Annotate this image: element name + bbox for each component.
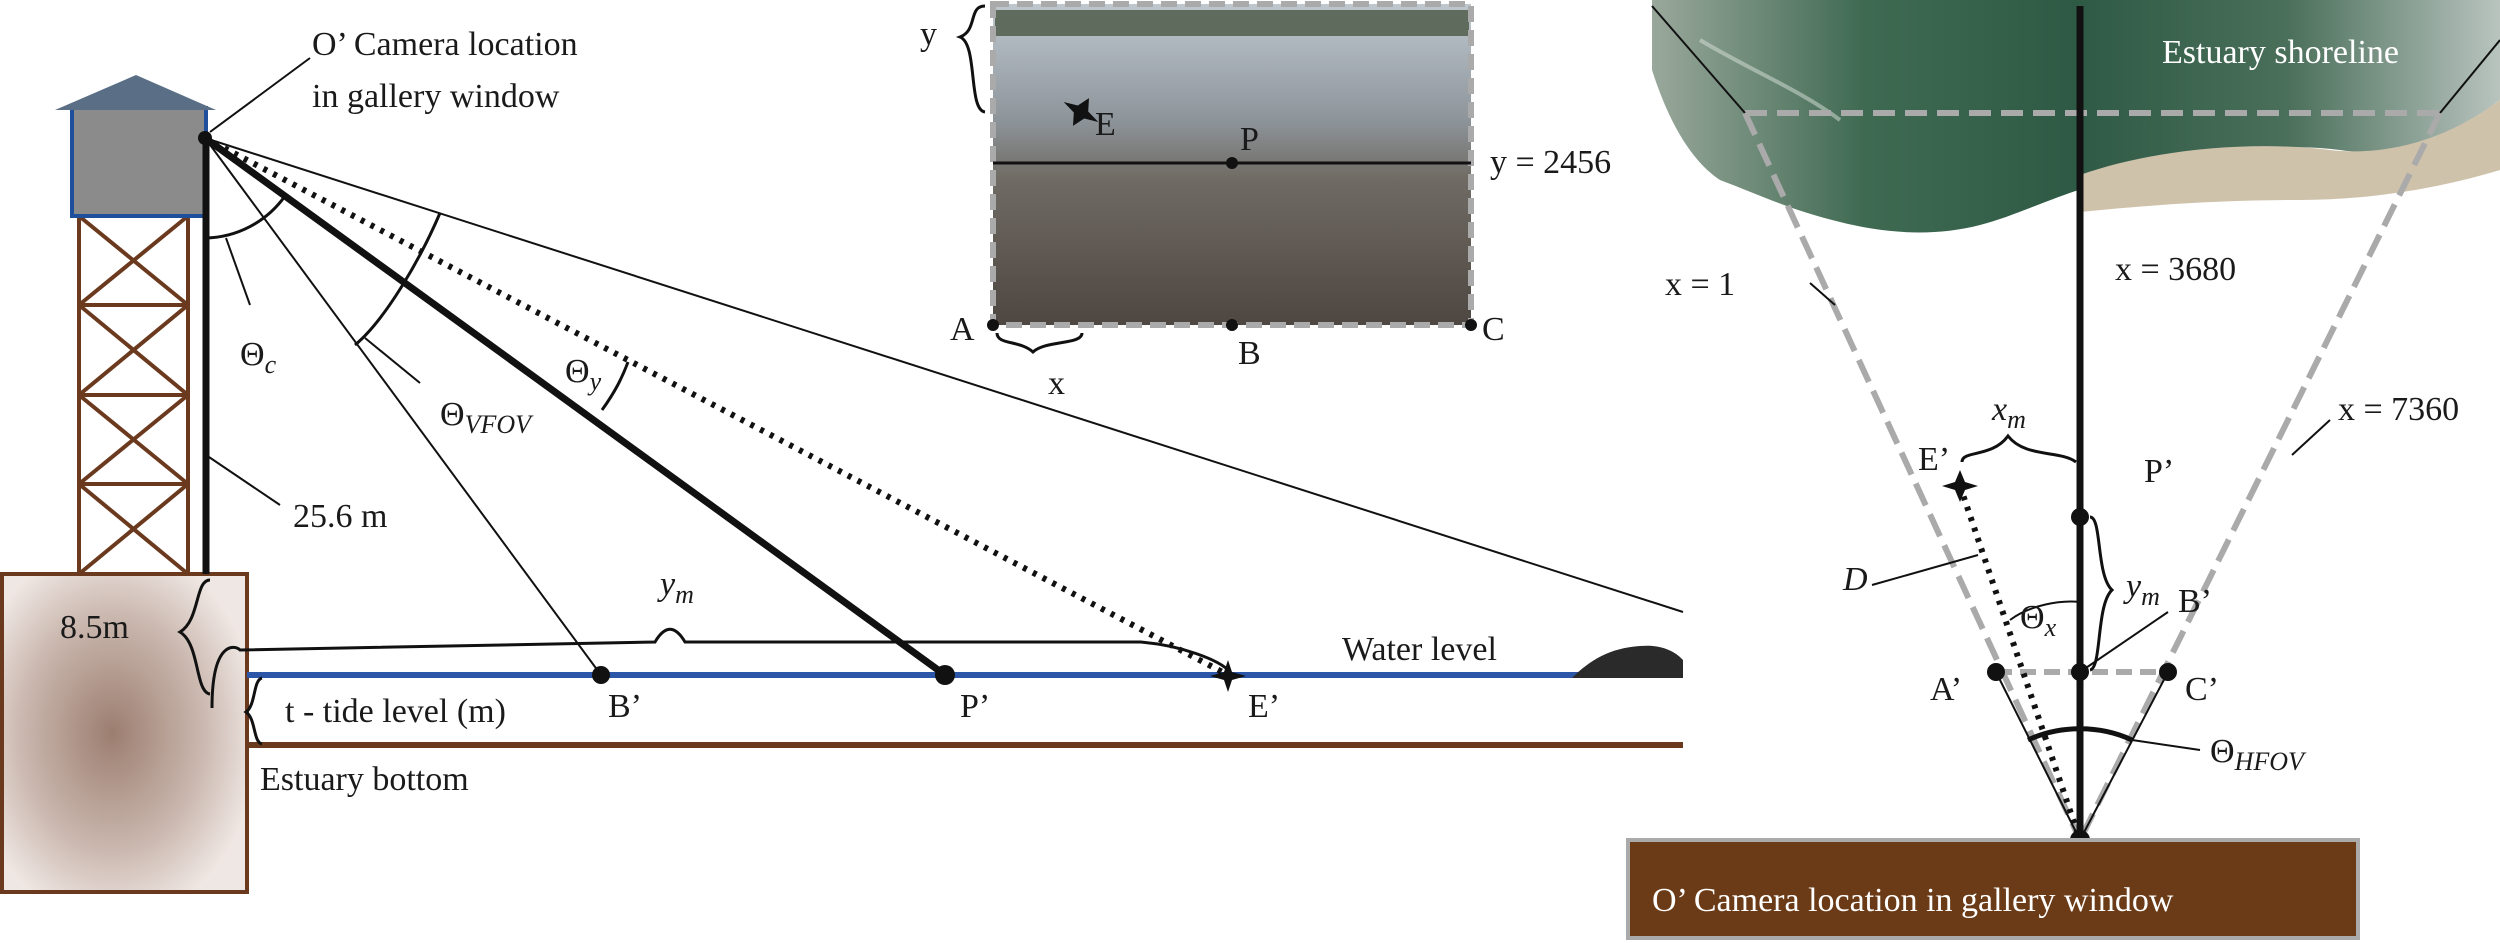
shore-bump-icon bbox=[1572, 645, 1683, 678]
camera-point-side bbox=[198, 131, 212, 145]
ym-label-plan: ym bbox=[2123, 568, 2160, 611]
theta-x-arc bbox=[2009, 600, 2081, 621]
point-c-prime-plan bbox=[2159, 663, 2177, 681]
x7360-label: x = 7360 bbox=[2338, 391, 2459, 428]
theta-y-label: Θy bbox=[565, 353, 602, 396]
theta-vfov-arc bbox=[354, 212, 442, 347]
d-label: D bbox=[1842, 561, 1868, 598]
side-view: O’ Camera location in gallery window Θc … bbox=[0, 26, 1684, 894]
image-a-label: A bbox=[950, 311, 975, 348]
point-b-image bbox=[1226, 319, 1238, 331]
tower-height-label: 25.6 m bbox=[293, 498, 387, 535]
point-b-prime-plan bbox=[2071, 663, 2089, 681]
c-prime-label-plan: C’ bbox=[2185, 671, 2219, 708]
image-x-label: x bbox=[1048, 365, 1065, 402]
tower-height-leader bbox=[205, 454, 281, 506]
theta-vfov-leader bbox=[364, 337, 421, 384]
x1-label: x = 1 bbox=[1665, 266, 1735, 303]
image-y-label: y bbox=[920, 16, 937, 53]
xm-label: xm bbox=[1991, 391, 2026, 434]
tower-cabin bbox=[70, 106, 208, 218]
shoreline-label: Estuary shoreline bbox=[2162, 34, 2399, 71]
p-prime-label-plan: P’ bbox=[2144, 453, 2174, 490]
plan-ray-x1-dashed bbox=[1742, 111, 2083, 842]
image-e-label: E bbox=[1095, 106, 1116, 143]
image-y-brace bbox=[955, 4, 986, 114]
e-prime-label-side: E’ bbox=[1248, 688, 1280, 725]
p-prime-label-side: P’ bbox=[960, 688, 990, 725]
theta-c-leader bbox=[225, 237, 251, 306]
point-p-prime-side bbox=[935, 665, 955, 685]
plan-view: Estuary shoreline bbox=[1626, 0, 2500, 940]
tide-level-label: t - tide level (m) bbox=[285, 693, 506, 730]
plan-ray-a bbox=[1995, 671, 2081, 841]
image-b-label: B bbox=[1238, 335, 1261, 372]
camera-label-side-line2: in gallery window bbox=[312, 78, 560, 115]
point-e-prime-side-star-icon bbox=[1210, 660, 1246, 692]
base-height-label: 8.5m bbox=[60, 609, 129, 646]
camera-label-leader bbox=[209, 57, 311, 133]
x3680-label: x = 3680 bbox=[2115, 251, 2236, 288]
hfov-leader bbox=[2131, 739, 2201, 751]
x7360-leader bbox=[2291, 419, 2331, 456]
point-e-prime-plan-star-icon bbox=[1942, 470, 1978, 502]
point-a-prime-plan bbox=[1987, 663, 2005, 681]
base-height-brace bbox=[177, 578, 211, 696]
point-a-image bbox=[987, 319, 999, 331]
theta-hfov-arc bbox=[2026, 726, 2134, 743]
x1-leader bbox=[1809, 282, 1836, 306]
tower-roof bbox=[55, 75, 216, 110]
tide-brace bbox=[243, 676, 263, 746]
tower-base-block bbox=[0, 572, 249, 894]
theta-c-arc bbox=[204, 195, 287, 240]
camera-label-side-line1: O’ Camera location bbox=[312, 26, 578, 63]
theta-c-label: Θc bbox=[240, 336, 277, 379]
theta-x-label: Θx bbox=[2020, 599, 2057, 642]
theta-y-arc bbox=[600, 361, 630, 411]
theta-vfov-label: ΘVFOV bbox=[440, 396, 534, 439]
plan-ray-c bbox=[2079, 671, 2169, 841]
point-p-prime-plan bbox=[2071, 508, 2089, 526]
plan-ray-x7360-solid bbox=[2439, 39, 2500, 114]
image-p-label: P bbox=[1240, 121, 1259, 158]
camera-location-box bbox=[1626, 838, 2360, 940]
e-prime-label-plan: E’ bbox=[1918, 441, 1950, 478]
ray-b bbox=[204, 137, 602, 676]
ym-brace-side bbox=[210, 627, 1232, 709]
image-x-brace bbox=[995, 332, 1084, 355]
point-p-image bbox=[1226, 157, 1238, 169]
water-level-label: Water level bbox=[1342, 631, 1497, 668]
ym-label-side: ym bbox=[657, 566, 694, 609]
b-prime-label-plan: B’ bbox=[2178, 583, 2212, 620]
image-view: y E P y = 2456 A B C x bbox=[920, 1, 1611, 402]
xm-brace bbox=[1960, 433, 2077, 464]
camera-label-plan: O’ Camera location in gallery window bbox=[1652, 882, 2174, 919]
theta-hfov-label: ΘHFOV bbox=[2210, 733, 2307, 776]
image-horizon-band bbox=[995, 10, 1469, 36]
image-c-label: C bbox=[1482, 311, 1505, 348]
point-c-image bbox=[1465, 319, 1477, 331]
ray-upper bbox=[204, 137, 1684, 613]
point-e-image-star-icon bbox=[1063, 98, 1099, 126]
plan-ray-e bbox=[1957, 485, 2083, 841]
plan-ray-x7360-dashed bbox=[2077, 111, 2443, 842]
point-b-prime-side bbox=[592, 666, 610, 684]
ray-p bbox=[202, 135, 948, 678]
b-prime-leader bbox=[2079, 611, 2169, 673]
plan-ray-x1-solid bbox=[1651, 5, 1746, 114]
d-leader bbox=[1871, 554, 1979, 586]
a-prime-label-plan: A’ bbox=[1930, 671, 1962, 708]
b-prime-label-side: B’ bbox=[608, 688, 642, 725]
tower-lattice bbox=[77, 214, 190, 576]
estuary-bottom-label: Estuary bottom bbox=[260, 761, 469, 798]
image-y-line-label: y = 2456 bbox=[1490, 144, 1611, 181]
ym-brace-plan bbox=[2089, 515, 2115, 672]
